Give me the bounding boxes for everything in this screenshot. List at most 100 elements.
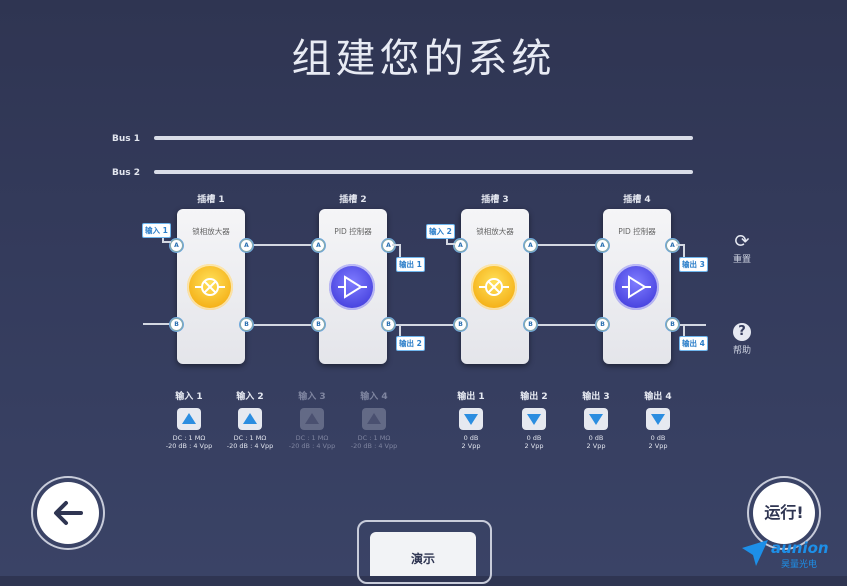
slot-1-label: 插槽 1 (197, 195, 225, 205)
tag-wire-out1-h (392, 244, 400, 246)
tag-output-4[interactable]: 输出 4 (679, 336, 708, 351)
down-arrow-icon[interactable] (459, 408, 483, 430)
slot-2-module[interactable]: PID 控制器 (319, 209, 387, 364)
slot-1-port-a-in[interactable]: A (170, 239, 183, 252)
slot-2-port-a-out[interactable]: A (382, 239, 395, 252)
tag-output-1[interactable]: 输出 1 (396, 257, 425, 272)
input-3-spec: DC : 1 MΩ -20 dB : 4 Vpp (288, 434, 336, 450)
logo-name: aunion (771, 539, 829, 557)
tag-wire-out3 (683, 244, 685, 258)
wire-3a-4a (534, 244, 600, 246)
up-arrow-icon (300, 408, 324, 430)
amplifier-icon (329, 264, 375, 310)
left-arrow-icon (54, 501, 83, 525)
wire-3b-4b (534, 324, 600, 326)
tag-wire-out2 (399, 324, 401, 338)
slot-4-port-b-out[interactable]: B (666, 318, 679, 331)
input-3: 输入 3 DC : 1 MΩ -20 dB : 4 Vpp (284, 389, 340, 450)
tag-input-2[interactable]: 输入 2 (426, 224, 455, 239)
reset-label: 重置 (732, 255, 751, 265)
slot-2-label: 插槽 2 (339, 195, 367, 205)
demo-button[interactable]: 演示 (370, 532, 476, 576)
input-4-spec: DC : 1 MΩ -20 dB : 4 Vpp (350, 434, 398, 450)
input-1-spec: DC : 1 MΩ -20 dB : 4 Vpp (165, 434, 213, 450)
slot-2-module-title: PID 控制器 (334, 227, 372, 236)
reset-button[interactable]: ⟳ 重置 (727, 231, 757, 266)
mixer-icon (471, 264, 517, 310)
tag-wire-out3-h (676, 244, 684, 246)
slot-4-port-a-in[interactable]: A (596, 239, 609, 252)
help-button[interactable]: ? 帮助 (727, 323, 757, 356)
output-2[interactable]: 输出 2 0 dB 2 Vpp (506, 389, 562, 450)
up-arrow-icon[interactable] (177, 408, 201, 430)
reset-icon: ⟳ (734, 231, 750, 252)
slot-1-module-title: 锁相放大器 (192, 227, 230, 236)
input-1[interactable]: 输入 1 DC : 1 MΩ -20 dB : 4 Vpp (161, 389, 217, 450)
page-title: 组建您的系统 (291, 36, 556, 82)
tag-wire-out1 (399, 244, 401, 258)
slot-1-module[interactable]: 锁相放大器 (177, 209, 245, 364)
input-2-spec: DC : 1 MΩ -20 dB : 4 Vpp (226, 434, 274, 450)
slot-3-label: 插槽 3 (481, 195, 509, 205)
bus-2-line[interactable] (154, 170, 693, 174)
amplifier-icon (613, 264, 659, 310)
logo-sub: 昊量光电 (781, 560, 818, 570)
tag-output-2[interactable]: 输出 2 (396, 336, 425, 351)
output-wire-b (676, 324, 706, 326)
output-3[interactable]: 输出 3 0 dB 2 Vpp (568, 389, 624, 450)
run-button[interactable]: 运行! (753, 482, 815, 544)
input-1-label: 输入 1 (175, 392, 203, 402)
slot-3-port-a-out[interactable]: A (524, 239, 537, 252)
bus-1-line[interactable] (154, 136, 693, 140)
wire-1b-2b (250, 324, 316, 326)
slot-3-module-title: 锁相放大器 (476, 227, 514, 236)
slot-3-port-a-in[interactable]: A (454, 239, 467, 252)
help-icon: ? (733, 323, 751, 341)
input-wire-b (143, 323, 177, 325)
output-2-label: 输出 2 (520, 392, 548, 402)
down-arrow-icon[interactable] (522, 408, 546, 430)
up-arrow-icon (362, 408, 386, 430)
wire-1a-2a (250, 244, 316, 246)
slot-2-port-b-in[interactable]: B (312, 318, 325, 331)
input-2[interactable]: 输入 2 DC : 1 MΩ -20 dB : 4 Vpp (222, 389, 278, 450)
slot-1-port-b-out[interactable]: B (240, 318, 253, 331)
tag-input-1[interactable]: 输入 1 (142, 223, 171, 238)
down-arrow-icon[interactable] (646, 408, 670, 430)
logo-icon (742, 540, 768, 566)
mixer-icon (187, 264, 233, 310)
output-4-label: 输出 4 (644, 392, 672, 402)
output-3-spec: 0 dB 2 Vpp (586, 434, 606, 450)
slot-1-port-b-in[interactable]: B (170, 318, 183, 331)
help-label: 帮助 (732, 346, 751, 356)
input-3-label: 输入 3 (298, 392, 326, 402)
slot-4-port-b-in[interactable]: B (596, 318, 609, 331)
slot-3-module[interactable]: 锁相放大器 (461, 209, 529, 364)
tag-wire-out4 (683, 324, 685, 338)
slot-1-port-a-out[interactable]: A (240, 239, 253, 252)
tag-wire-in2-h (446, 243, 455, 245)
output-2-spec: 0 dB 2 Vpp (524, 434, 544, 450)
slot-3-port-b-out[interactable]: B (524, 318, 537, 331)
output-1-label: 输出 1 (457, 392, 485, 402)
tag-output-3[interactable]: 输出 3 (679, 257, 708, 272)
down-arrow-icon[interactable] (584, 408, 608, 430)
slot-3-port-b-in[interactable]: B (454, 318, 467, 331)
input-4: 输入 4 DC : 1 MΩ -20 dB : 4 Vpp (346, 389, 402, 450)
up-arrow-icon[interactable] (238, 408, 262, 430)
slot-4-module-title: PID 控制器 (618, 227, 656, 236)
output-4[interactable]: 输出 4 0 dB 2 Vpp (630, 389, 686, 450)
output-1[interactable]: 输出 1 0 dB 2 Vpp (443, 389, 499, 450)
bus-2-label: Bus 2 (112, 168, 141, 178)
slot-2-port-b-out[interactable]: B (382, 318, 395, 331)
tag-wire-in1-h (162, 241, 171, 243)
slot-4-label: 插槽 4 (623, 195, 651, 205)
output-1-spec: 0 dB 2 Vpp (461, 434, 481, 450)
output-4-spec: 0 dB 2 Vpp (648, 434, 668, 450)
input-4-label: 输入 4 (360, 392, 388, 402)
output-3-label: 输出 3 (582, 392, 610, 402)
slot-2-port-a-in[interactable]: A (312, 239, 325, 252)
slot-4-module[interactable]: PID 控制器 (603, 209, 671, 364)
back-button[interactable] (37, 482, 99, 544)
input-2-label: 输入 2 (236, 392, 264, 402)
